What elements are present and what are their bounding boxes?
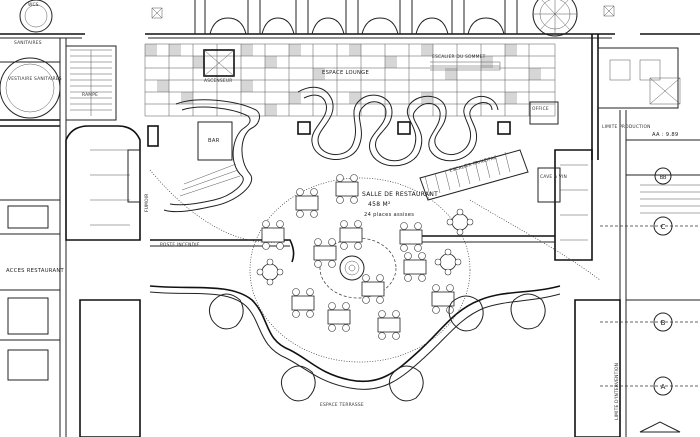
left-rooms: [0, 38, 141, 437]
plan-labels: WCS SANITAIRES VESTIAIRE SANITAIRES RAMP…: [6, 2, 679, 420]
grid-marker-a-label: A: [661, 383, 666, 391]
grid-marker-c: [653, 216, 673, 236]
dining-tables: [208, 174, 546, 402]
lounge-banquette: [297, 86, 499, 167]
grid-marker-b-label: B: [661, 319, 666, 327]
right-rooms: [554, 34, 700, 437]
sanitaires-label: SANITAIRES: [14, 40, 42, 46]
office-label: OFFICE: [532, 106, 549, 112]
salle-restaurant-label: SALLE DE RESTAURANT: [362, 191, 438, 198]
grid-marker-b: [653, 312, 673, 332]
cote-label: AA : 9.89: [652, 132, 679, 138]
escalier-principal-label: ESCALIER PRINCIPAL: [449, 155, 498, 174]
limite-production-label: LIMITE PRODUCTION: [602, 124, 651, 130]
north-arrow-icon: [639, 421, 681, 433]
grid-marker-c-label: C: [661, 223, 666, 231]
table-group: [295, 188, 319, 218]
escalier-sommet-label: ESCALIER DU SOMMET: [432, 54, 486, 60]
rampe-label: RAMPE: [82, 92, 98, 98]
grid-marker-bb: [654, 167, 672, 185]
grid-marker-bb-label: BB: [660, 175, 667, 181]
ascenseur-label: ASCENSEUR: [204, 78, 233, 84]
bar-counter: [163, 99, 260, 213]
fumoir-label: FUMOIR: [144, 193, 150, 212]
terrasse-label: ESPACE TERRASSE: [320, 402, 364, 408]
espace-lounge-label: ESPACE LOUNGE: [322, 70, 369, 76]
grid-marker-a: [653, 376, 673, 396]
vestiaire-label: VESTIAIRE SANITAIRES: [8, 76, 62, 82]
wc-label: WCS: [28, 2, 39, 8]
cave-vin-label: CAVE A VIN: [540, 174, 567, 180]
poste-label: POSTE INCENDIE: [160, 242, 200, 248]
places-label: 24 places assises: [364, 212, 414, 218]
central-structures: [147, 49, 561, 203]
acces-restaurant-label: ACCES RESTAURANT: [6, 268, 65, 274]
limite-intervention-label: LIMITE D'INTERVENTION: [614, 363, 620, 420]
bar-label: BAR: [208, 138, 220, 144]
lounge-tile-band: [144, 43, 556, 117]
top-facade: [0, 0, 700, 39]
surface-label: 458 M²: [368, 201, 391, 208]
dining-boundary: [149, 169, 601, 390]
grid-markers: C B A BB: [600, 167, 700, 433]
